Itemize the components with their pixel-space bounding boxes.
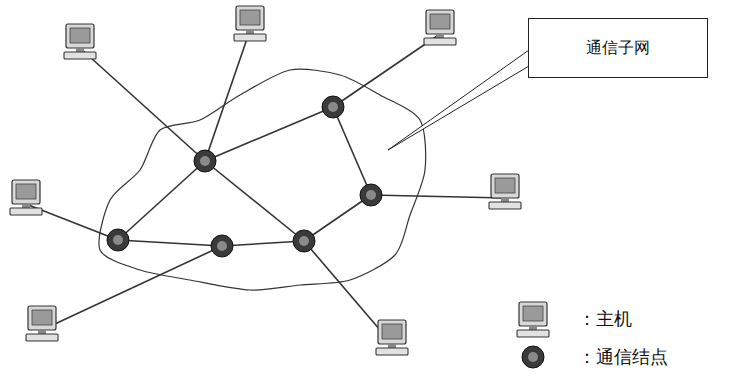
- callout-pointer: [388, 50, 529, 150]
- subnet-cloud: [99, 69, 426, 290]
- subnet-link: [118, 240, 222, 246]
- callout-label: 通信子网: [586, 38, 650, 59]
- host-computer: [234, 6, 266, 41]
- comm-node: [293, 230, 315, 252]
- comm-node: [194, 150, 216, 172]
- callout-box: 通信子网: [528, 18, 708, 78]
- comm-node: [322, 96, 344, 118]
- legend-comm-icon: [522, 346, 544, 368]
- subnet-link: [205, 107, 333, 161]
- host-link: [371, 195, 505, 198]
- subnet-link: [333, 107, 371, 195]
- host-link: [205, 30, 250, 161]
- host-computer: [26, 306, 58, 341]
- host-computer: [424, 10, 456, 45]
- host-computer: [10, 180, 42, 215]
- host-computer: [64, 24, 96, 59]
- host-link: [80, 48, 205, 161]
- legend-host-icon: [517, 302, 549, 337]
- legend-label: ：通信结点: [578, 345, 668, 369]
- legend-label: ：主机: [578, 307, 632, 331]
- subnet-link: [205, 161, 304, 241]
- comm-node: [211, 235, 233, 257]
- host-computer: [489, 174, 521, 209]
- subnet-link: [304, 195, 371, 241]
- comm-node: [107, 229, 129, 251]
- comm-node: [360, 184, 382, 206]
- subnet-link: [222, 241, 304, 246]
- host-link: [42, 246, 222, 330]
- subnet-link: [118, 161, 205, 240]
- host-computer: [376, 320, 408, 355]
